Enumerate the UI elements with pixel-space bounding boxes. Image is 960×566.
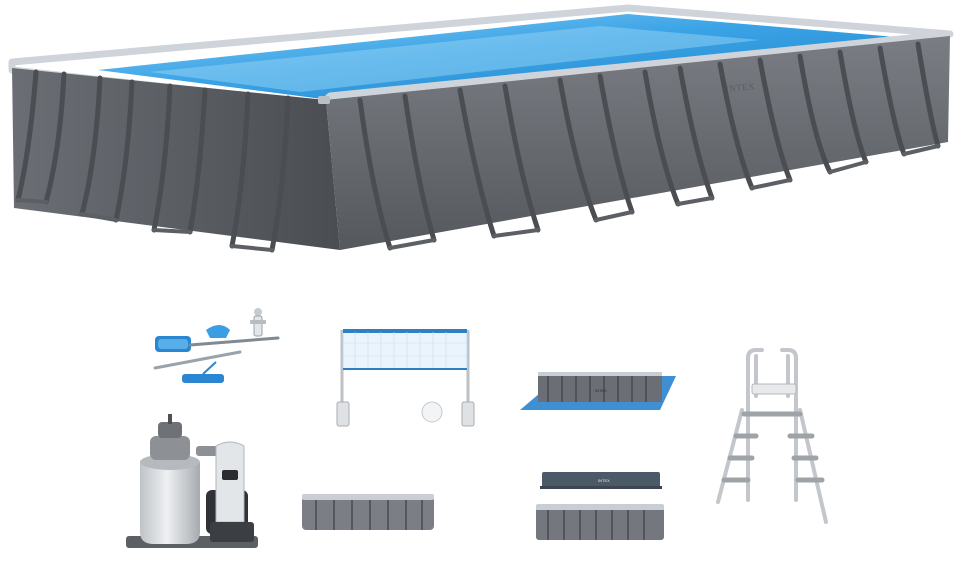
volleyball-net-icon (336, 329, 475, 427)
saltwater-system-icon (210, 441, 254, 542)
ground-cloth-icon: INTEX (520, 372, 676, 410)
pool-frame-feet-left (16, 198, 274, 252)
ground-cloth-brand: INTEX (595, 388, 607, 393)
pool-frame-legs-front (357, 41, 941, 251)
volleyball-icon (421, 401, 443, 423)
pool-ladder-icon (716, 348, 828, 524)
pool-rim (8, 4, 954, 108)
pool-with-cover-icon: INTEX (536, 472, 664, 540)
sand-filter-pump-icon (126, 414, 258, 548)
pool-water-highlight (150, 26, 760, 92)
pool-cover-icon (302, 494, 434, 530)
pool-frame-legs-left (15, 69, 291, 253)
pool-frame-feet-front (388, 144, 940, 250)
main-pool: INTEX (8, 4, 954, 253)
skimmer-icon (250, 308, 266, 337)
cleaning-kit-icon (153, 308, 280, 383)
pool-water (98, 14, 930, 100)
pool-brand-label: INTEX (725, 81, 755, 94)
pool-cover-brand: INTEX (598, 478, 610, 483)
pool-corner-joint (318, 96, 330, 104)
pool-wall-left (12, 68, 340, 250)
